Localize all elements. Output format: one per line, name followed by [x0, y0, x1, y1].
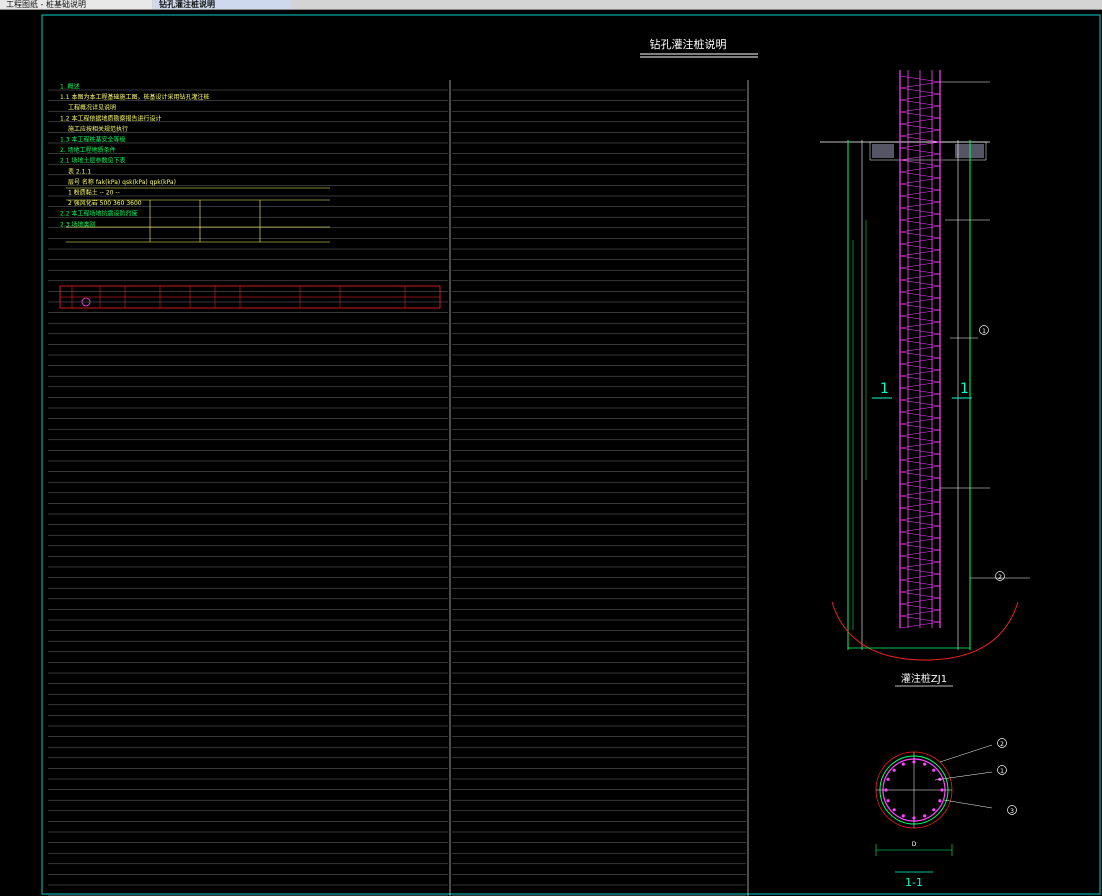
- tab-document-1[interactable]: 工程图纸 - 桩基础说明: [0, 0, 152, 9]
- section-mark-right: 1: [960, 381, 969, 397]
- rebar-dot: [923, 762, 927, 766]
- note-line: 施工应按相关规范执行: [68, 125, 128, 133]
- rebar-dot: [912, 816, 916, 820]
- pile-cross-section: 2 1 3 D 1-1: [875, 738, 1017, 889]
- note-line: 2.2 本工程场地抗震设防烈度: [60, 210, 137, 218]
- callout-2: 2: [998, 574, 1002, 581]
- pile-table: [59, 285, 441, 309]
- rebar-dot: [938, 799, 942, 803]
- rebar-dot: [884, 788, 888, 792]
- drawing-title: 钻孔灌注桩说明: [650, 37, 727, 51]
- note-line: 工程概况详见说明: [68, 104, 116, 112]
- text-row-lines-left: [48, 89, 448, 896]
- note-line: 1.1 本图为本工程基础施工图，桩基设计采用钻孔灌注桩: [60, 93, 209, 101]
- rebar-dot: [932, 768, 936, 772]
- pile-elevation: 1 1 1 2 灌注桩ZJ1: [820, 70, 1030, 687]
- section-title: 1-1: [905, 876, 923, 889]
- rebar-dot: [901, 762, 905, 766]
- section-dimension: D: [912, 841, 917, 848]
- rebar-dot: [901, 814, 905, 818]
- rebar-dot: [940, 788, 944, 792]
- rebar-dot: [892, 768, 896, 772]
- rebar-dot: [886, 777, 890, 781]
- note-line: 2 强风化岩 500 360 3600: [68, 199, 142, 207]
- rebar-dot: [923, 814, 927, 818]
- rebar-dot: [892, 808, 896, 812]
- note-line: 1. 概述: [60, 83, 80, 91]
- note-line: 2.1 场地土层参数见下表: [60, 157, 125, 165]
- tab-document-2[interactable]: 钻孔灌注桩说明: [153, 0, 291, 9]
- note-line: 层号 名称 fak(kPa) qsk(kPa) qpk(kPa): [68, 178, 176, 186]
- section-callout-2: 2: [1000, 741, 1004, 748]
- rebar-dot: [932, 808, 936, 812]
- soil-parameter-table: [66, 187, 330, 243]
- notes-left-column: 1. 概述 1.1 本图为本工程基础施工图，桩基设计采用钻孔灌注桩工程概况详见说明…: [60, 83, 209, 229]
- section-callout-3: 3: [1010, 808, 1014, 815]
- tab-bar: 工程图纸 - 桩基础说明 钻孔灌注桩说明: [0, 0, 1102, 10]
- note-line: 表 2.1.1: [68, 167, 91, 175]
- cad-drawing-canvas[interactable]: 钻孔灌注桩说明 1. 概述 1.1 本图为本工程基础施工图，桩基设计采用钻孔灌注桩…: [0, 10, 1102, 896]
- callout-1: 1: [982, 328, 986, 335]
- note-line: 1 粉质黏土 -- 20 --: [68, 189, 120, 197]
- note-line: 1.3 本工程桩基安全等级: [60, 136, 125, 144]
- pile-label: 灌注桩ZJ1: [901, 672, 947, 685]
- rebar-dot: [912, 760, 916, 764]
- note-line: 2. 场地工程地质条件: [60, 146, 116, 154]
- note-line: 2.3 场地类别: [60, 220, 95, 228]
- text-row-lines-middle: [452, 89, 746, 896]
- section-callout-1: 1: [1000, 768, 1004, 775]
- section-mark-left: 1: [880, 381, 889, 397]
- rebar-dot: [886, 799, 890, 803]
- note-line: 1.2 本工程依据地质勘察报告进行设计: [60, 114, 161, 122]
- drawing-frame: [41, 14, 1101, 895]
